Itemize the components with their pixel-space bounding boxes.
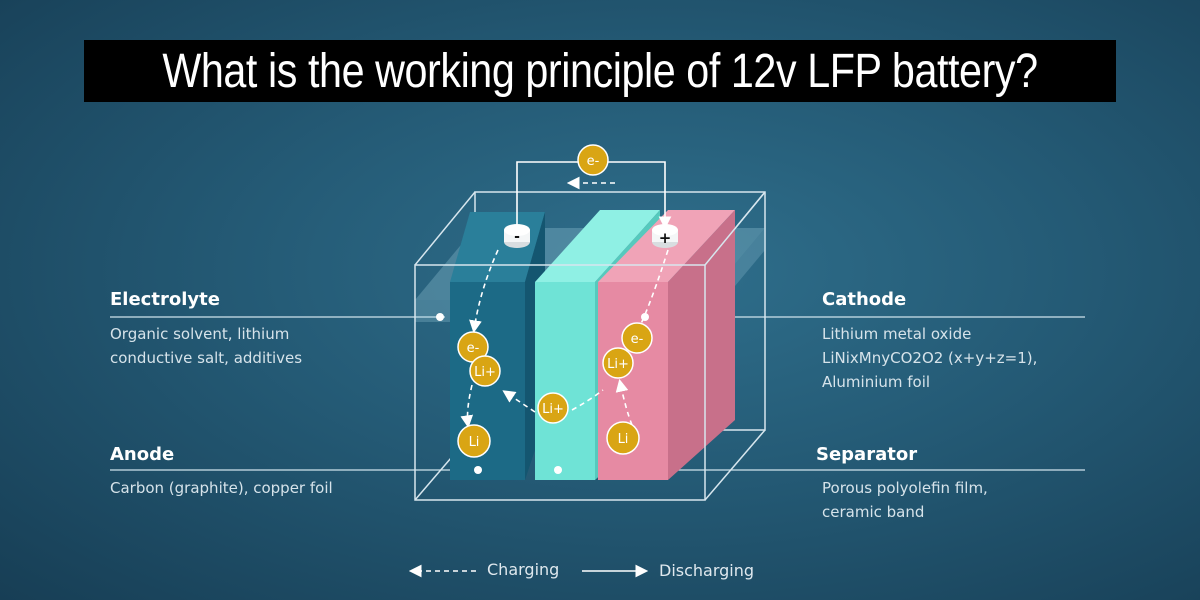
svg-text:Li+: Li+ xyxy=(474,365,496,380)
anode-down-path xyxy=(460,384,474,429)
electron-anode: e- xyxy=(457,331,489,363)
electron-top: e- xyxy=(577,144,609,176)
electrolyte-heading: Electrolyte xyxy=(110,289,220,310)
electrolyte-leader-dot xyxy=(436,313,444,321)
cathode-description: Lithium metal oxide LiNixMnyCO2O2 (x+y+z… xyxy=(822,325,1038,391)
lithium-cathode: Li xyxy=(606,421,640,455)
negative-terminal-label: - xyxy=(514,229,520,245)
glass-box-front xyxy=(414,191,766,501)
lithium-ion-separator: Li+ xyxy=(537,392,569,424)
separator-leader-dot xyxy=(554,466,562,474)
cathode-up-path xyxy=(615,378,633,426)
separator-heading: Separator xyxy=(816,444,918,465)
title-banner: What is the working principle of 12v LFP… xyxy=(84,40,1116,102)
cathode-internal-path xyxy=(639,249,669,327)
positive-terminal: + xyxy=(652,224,678,248)
anode-internal-path xyxy=(469,249,499,334)
separator-description: Porous polyolefin film, ceramic band xyxy=(822,479,988,521)
svg-text:Li: Li xyxy=(618,432,629,447)
lithium-anode: Li xyxy=(457,424,491,458)
lithium-ion-cathode: Li+ xyxy=(602,347,634,379)
anode-heading: Anode xyxy=(110,444,175,465)
anode-leader-dot xyxy=(474,466,482,474)
ion-to-anode-path xyxy=(502,390,536,413)
cathode-heading: Cathode xyxy=(822,289,907,310)
svg-text:Li+: Li+ xyxy=(542,402,564,417)
ion-from-cathode-path xyxy=(571,389,604,411)
electron-cathode: e- xyxy=(621,322,653,354)
electrolyte-description: Organic solvent, lithium conductive salt… xyxy=(110,325,303,367)
svg-text:e-: e- xyxy=(631,332,644,347)
lithium-ion-anode: Li+ xyxy=(469,355,501,387)
charging-legend-label: Charging xyxy=(487,560,560,579)
cathode-leader-dot xyxy=(641,313,649,321)
discharging-legend-label: Discharging xyxy=(659,561,755,580)
svg-text:e-: e- xyxy=(467,341,480,356)
negative-terminal: - xyxy=(504,224,530,248)
page-title: What is the working principle of 12v LFP… xyxy=(162,44,1038,98)
anode-description: Carbon (graphite), copper foil xyxy=(110,479,333,497)
svg-text:Li+: Li+ xyxy=(607,357,629,372)
svg-text:e-: e- xyxy=(587,154,600,169)
positive-terminal-label: + xyxy=(659,229,672,247)
svg-text:Li: Li xyxy=(469,435,480,450)
